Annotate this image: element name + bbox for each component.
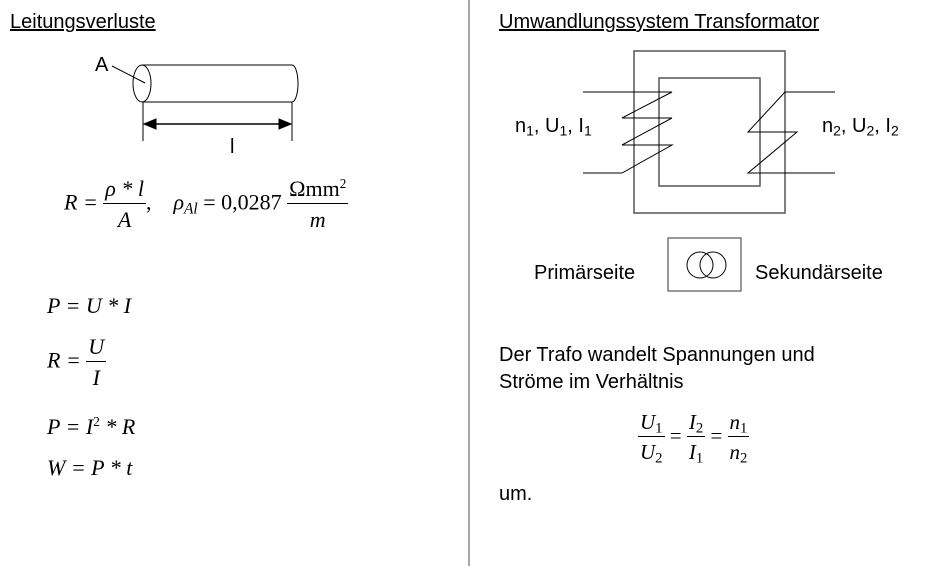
denominator: U [640,440,656,464]
denominator: I [688,440,696,464]
formula-power: P = U * I [47,293,132,318]
numerator: ρ * l [103,178,146,204]
formula-part: * R [99,414,136,439]
numerator: U [86,336,107,362]
label-length: l [230,136,235,158]
heading-transformator: Umwandlungssystem Transformator [499,11,820,33]
transformer-core-inner [658,77,761,187]
label-sub: 2 [890,122,899,139]
rho-symbol: ρ [173,189,185,215]
formula-lhs: R = [64,189,98,215]
label-sub: 2 [833,122,841,139]
label-part: n [822,115,834,137]
secondary-winding-label: n2, U2, I2 [822,115,899,139]
exponent: 2 [93,414,100,430]
label-part: , U [533,115,560,137]
denominator: A [117,207,132,232]
separator: , [145,189,152,215]
primary-winding [583,91,674,174]
resistivity-value: = 0,0287 [203,189,282,215]
formula-power-squared: P = I2 * R [47,414,136,439]
label-sub: 2 [866,122,875,139]
text-line-2: Ströme im Verhältnis [499,371,684,393]
label-sub: 1 [526,122,534,139]
subscript: 1 [740,420,748,437]
equals-sign: = [669,423,682,448]
subscript: 1 [695,450,704,467]
label-sub: 1 [559,122,568,139]
denominator: I [92,365,100,390]
fraction: ρ * l A [103,178,146,231]
numerator: U [640,410,656,434]
subscript: 2 [655,450,663,467]
subscript: 1 [655,420,663,437]
denominator: n [729,440,741,464]
subscript: 2 [740,450,748,467]
formula-energy: W = P * t [47,455,133,480]
secondary-side-label: Sekundärseite [755,262,883,284]
transformer-symbol-box [667,237,742,292]
transformer-symbol-coil-1 [686,251,714,279]
formula-lhs: R = [47,347,81,373]
label-part: , I [874,115,891,137]
label-part: , I [567,115,584,137]
rho-subscript: Al [184,200,198,218]
conductor-cylinder [111,64,299,141]
primary-side-label: Primärseite [534,262,636,284]
unit-numerator: Ωmm [289,176,340,201]
formula-part: P = I [47,414,94,439]
primary-winding-label: n1, U1, I1 [515,115,592,139]
equals-sign: = [710,423,723,448]
transformer-symbol-coil-2 [699,251,727,279]
heading-leitungsverluste: Leitungsverluste [10,11,156,33]
label-sub: 1 [583,122,592,139]
unit-denominator: m [309,207,326,232]
unit-exponent: 2 [339,176,347,192]
secondary-winding [746,91,835,174]
label-cross-section: A [95,54,109,76]
numerator: I [688,410,696,434]
text-line-1: Der Trafo wandelt Spannungen und [499,344,815,366]
label-part: n [515,115,527,137]
text-end: um. [499,483,533,505]
numerator: n [729,410,741,434]
transformer-diagram [583,50,835,292]
subscript: 2 [695,420,704,437]
label-part: , U [840,115,867,137]
